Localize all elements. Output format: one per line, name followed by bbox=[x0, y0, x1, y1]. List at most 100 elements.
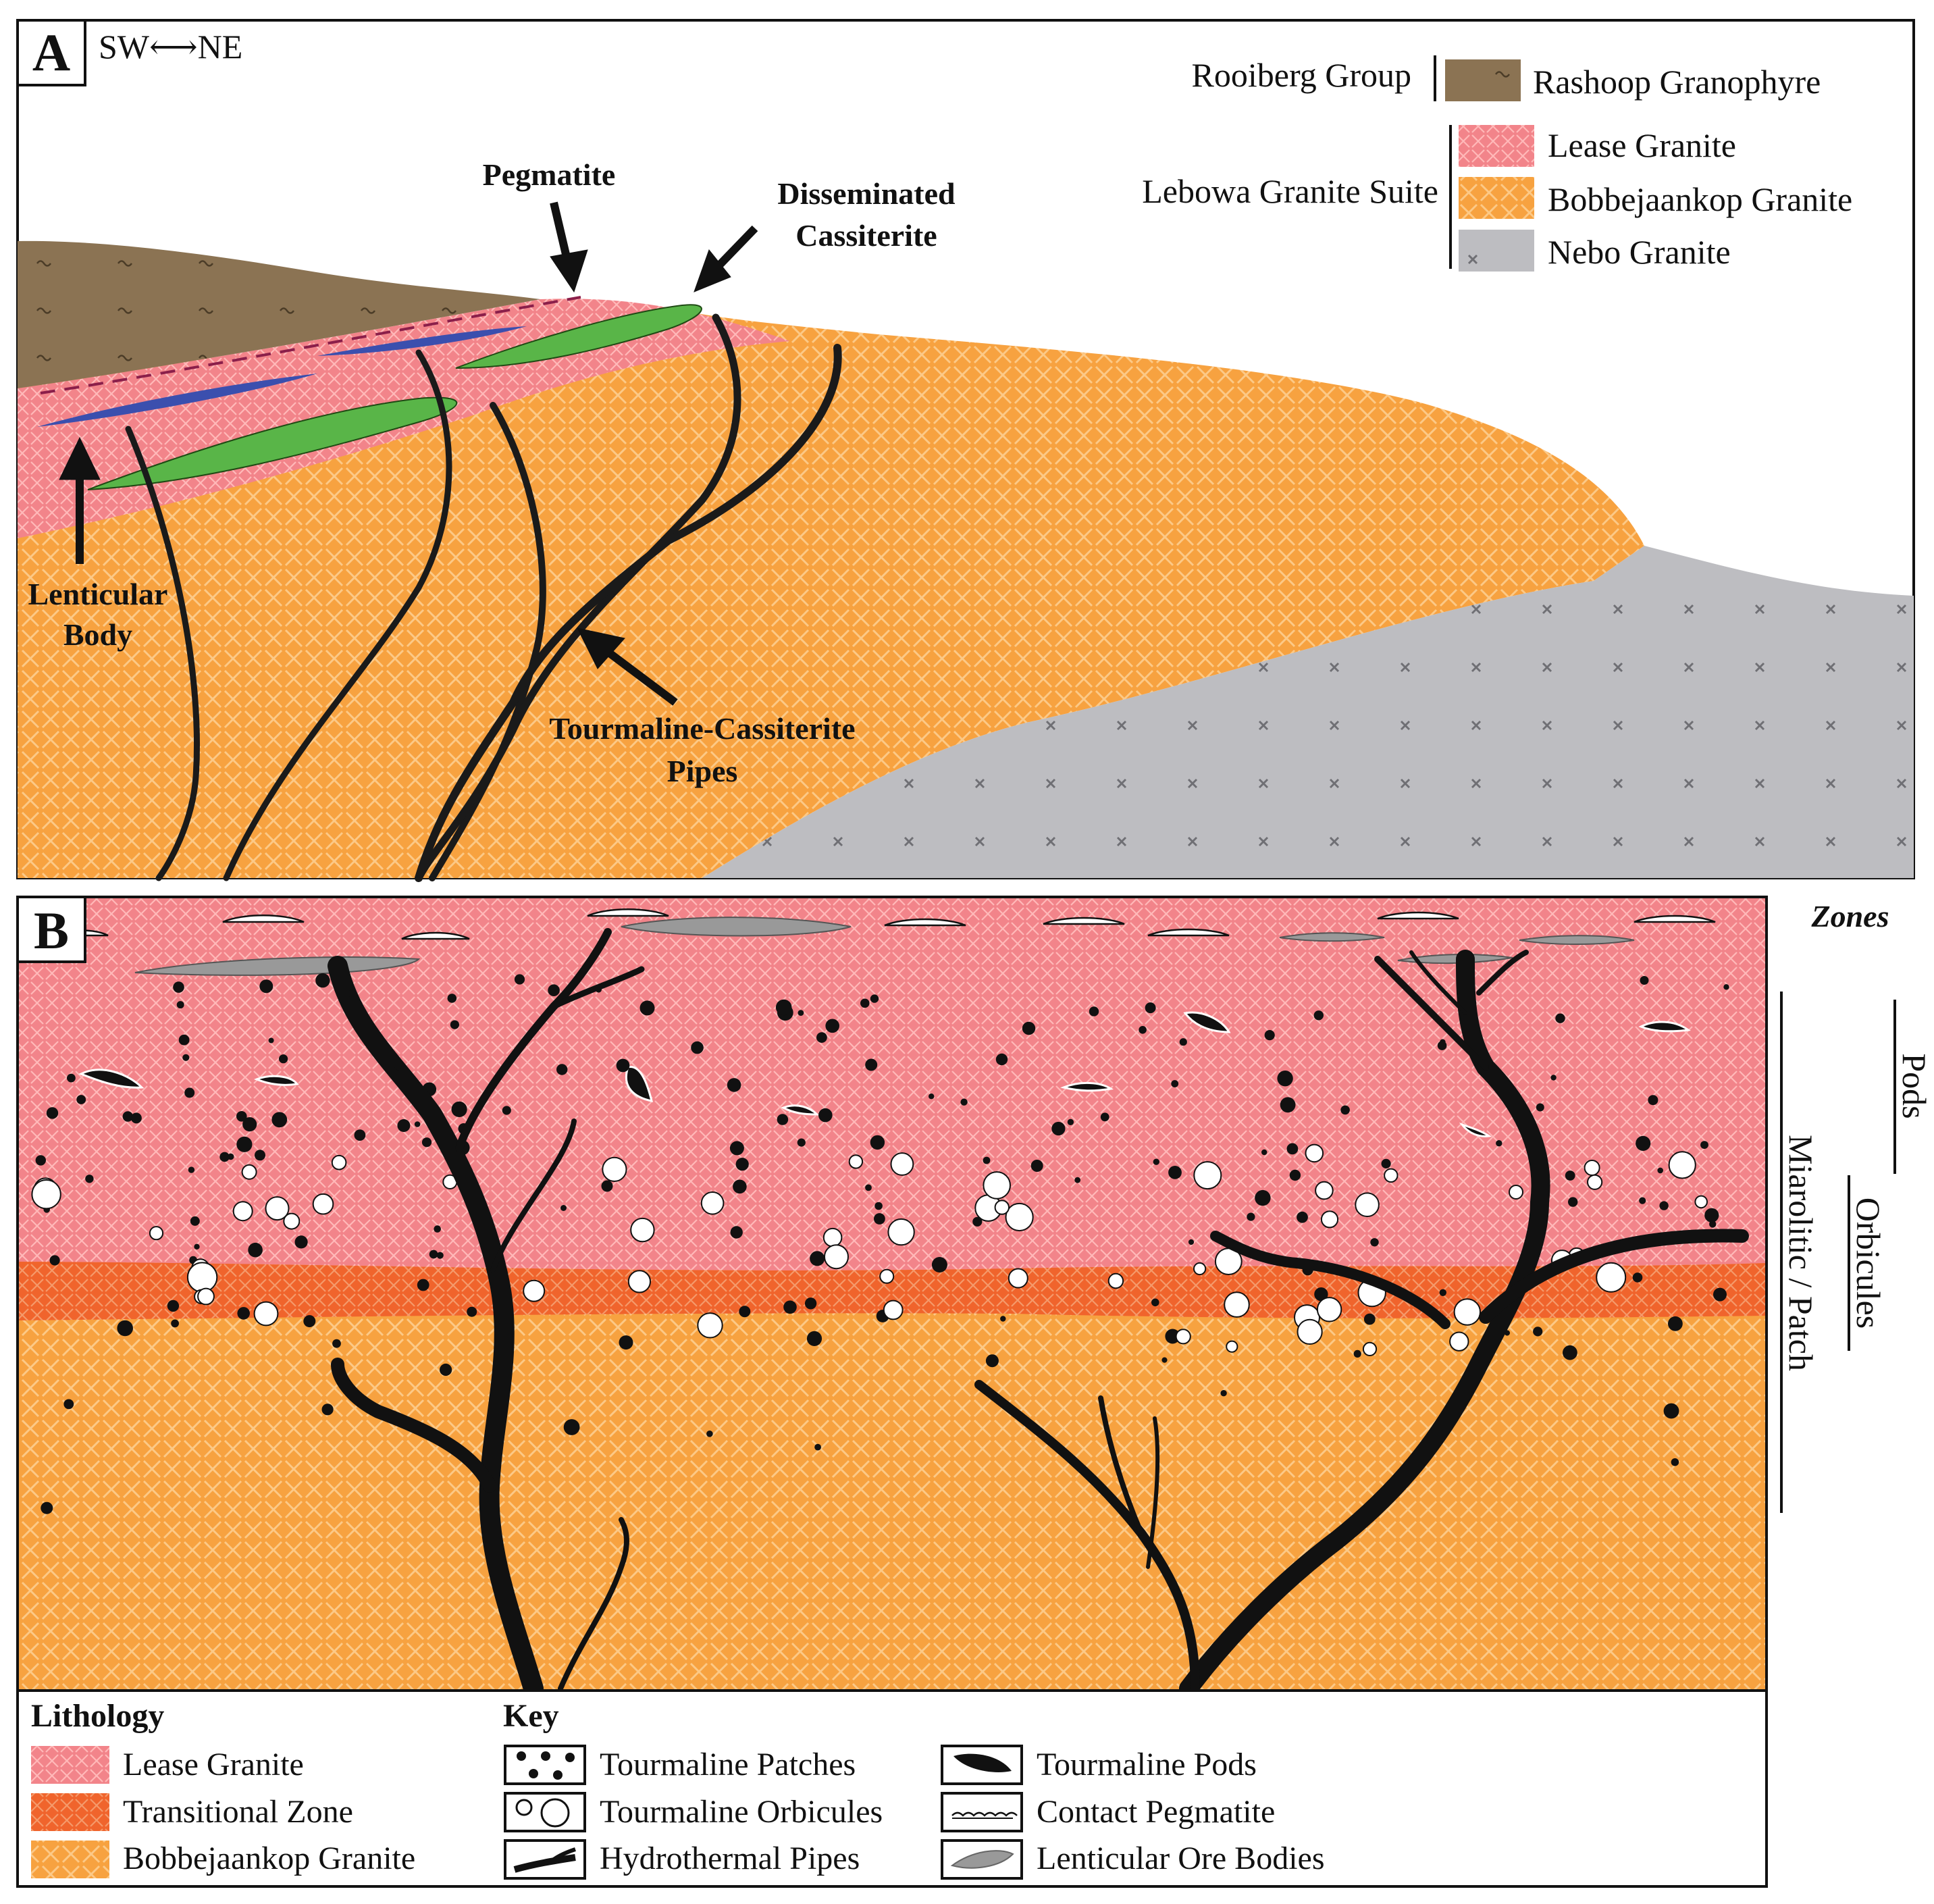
key-panel: Lithology Key Lease Granite Transitional… bbox=[16, 1689, 1768, 1888]
tourmaline-patch bbox=[1437, 1041, 1447, 1050]
legend-nebo-granite: Nebo Granite bbox=[1548, 233, 1731, 271]
tourmaline-orbicule bbox=[1355, 1192, 1380, 1217]
tourmaline-patch bbox=[414, 1121, 421, 1127]
tourmaline-patch bbox=[188, 1166, 195, 1173]
tourmaline-patch bbox=[929, 1093, 935, 1100]
tourmaline-patch bbox=[1657, 1167, 1663, 1174]
tourmaline-patch bbox=[985, 1354, 999, 1368]
tourmaline-patch bbox=[960, 1098, 968, 1106]
tourmaline-orbicule bbox=[1362, 1341, 1378, 1357]
panel-b: B Zones Pods Orbicules Miarolitic / Patc… bbox=[16, 896, 1933, 1699]
label-pegmatite: Pegmatite bbox=[483, 157, 616, 192]
legend-rashoop-granophyre: Rashoop Granophyre bbox=[1533, 63, 1821, 101]
tourmaline-patch bbox=[236, 1136, 253, 1152]
tourmaline-patch bbox=[1289, 1169, 1301, 1181]
tourmaline-patch bbox=[1648, 1095, 1658, 1106]
tourmaline-patches-swatch bbox=[504, 1745, 586, 1785]
tourmaline-patch bbox=[434, 1225, 441, 1233]
tourmaline-orbicule bbox=[697, 1312, 723, 1339]
tourmaline-orbicule bbox=[824, 1244, 849, 1270]
tourmaline-patch bbox=[556, 1064, 568, 1075]
tourmaline-patch bbox=[451, 1101, 467, 1117]
tourmaline-patch bbox=[268, 1037, 274, 1044]
tourmaline-patch bbox=[1151, 1298, 1159, 1307]
tourmaline-orbicule bbox=[1509, 1185, 1523, 1200]
tourmaline-patch bbox=[775, 999, 792, 1016]
tourmaline-patch bbox=[1639, 1197, 1646, 1204]
tourmaline-patch bbox=[601, 1180, 613, 1192]
swatch-bobbejaankop-granite bbox=[31, 1841, 109, 1878]
tourmaline-orbicules bbox=[31, 1143, 1708, 1357]
tourmaline-patch bbox=[870, 1135, 885, 1150]
tourmaline-patch bbox=[1353, 1349, 1361, 1358]
tourmaline-patch bbox=[1139, 1026, 1147, 1034]
tourmaline-patch bbox=[706, 1431, 713, 1437]
tourmaline-patch bbox=[117, 1320, 133, 1337]
tourmaline-patch bbox=[639, 1000, 655, 1016]
key-tourmaline-patches: Tourmaline Patches bbox=[600, 1747, 856, 1782]
tourmaline-patch bbox=[63, 1399, 74, 1410]
key-contact-pegmatite: Contact Pegmatite bbox=[1037, 1794, 1275, 1830]
tourmaline-patch bbox=[816, 1032, 827, 1043]
pegmatite-lens bbox=[37, 374, 317, 427]
zones-title: Zones bbox=[1811, 899, 1889, 933]
tourmaline-patch bbox=[1074, 1177, 1081, 1183]
tourmaline-patch bbox=[1280, 1097, 1296, 1113]
label-lenticular-1: Lenticular bbox=[28, 577, 168, 611]
tourmaline-orbicules-swatch bbox=[504, 1792, 586, 1832]
tourmaline-patch bbox=[1051, 1121, 1066, 1136]
tourmaline-patch bbox=[279, 1054, 288, 1064]
legend-lease-granite: Lease Granite bbox=[1548, 126, 1736, 164]
tourmaline-orbicule bbox=[983, 1171, 1011, 1200]
tourmaline-patch bbox=[1704, 1208, 1719, 1223]
tourmaline-patch bbox=[467, 1306, 477, 1317]
key-title: Key bbox=[503, 1698, 559, 1734]
tourmaline-patch bbox=[194, 1243, 200, 1250]
tourmaline-patch bbox=[1314, 1287, 1328, 1302]
tourmaline-patch bbox=[46, 1107, 59, 1119]
label-pipes-2: Pipes bbox=[667, 754, 738, 788]
tourmaline-patch bbox=[727, 1078, 741, 1092]
tourmaline-orbicule bbox=[1175, 1329, 1191, 1345]
tourmaline-orbicule bbox=[1305, 1143, 1324, 1163]
tourmaline-orbicule bbox=[265, 1196, 290, 1221]
tourmaline-patch bbox=[227, 1153, 234, 1160]
lith-transitional-zone: Transitional Zone bbox=[123, 1794, 353, 1830]
tourmaline-patch bbox=[1496, 1140, 1502, 1147]
tourmaline-patch bbox=[1000, 1316, 1006, 1322]
tourmaline-patch bbox=[354, 1129, 366, 1141]
tourmaline-orbicule bbox=[1596, 1262, 1627, 1293]
key-lenticular-ore-bodies: Lenticular Ore Bodies bbox=[1037, 1841, 1325, 1876]
tourmaline-orbicule bbox=[1449, 1331, 1469, 1352]
tourmaline-patch bbox=[303, 1315, 316, 1328]
tourmaline-patch bbox=[1261, 1149, 1267, 1156]
tourmaline-patch bbox=[777, 1114, 789, 1125]
nebo-granite-area bbox=[702, 546, 1914, 878]
tourmaline-patch bbox=[1089, 1006, 1099, 1017]
tourmaline-patch bbox=[983, 1156, 991, 1164]
tourmaline-patch bbox=[259, 979, 273, 994]
tourmaline-orbicule bbox=[1384, 1168, 1399, 1183]
tourmaline-patch bbox=[76, 1095, 86, 1104]
tourmaline-patch bbox=[1297, 1211, 1308, 1223]
lith-bobbejaankop-granite: Bobbejaankop Granite bbox=[123, 1841, 415, 1876]
tourmaline-orbicule bbox=[283, 1212, 300, 1230]
tourmaline-patch bbox=[1563, 1345, 1577, 1360]
tourmaline-patch bbox=[1663, 1403, 1679, 1419]
tourmaline-patch bbox=[440, 1363, 452, 1376]
tourmaline-patch bbox=[1022, 1021, 1036, 1035]
tourmaline-patch bbox=[870, 994, 879, 1003]
tourmaline-patch bbox=[972, 1216, 983, 1227]
tourmaline-patch bbox=[874, 1213, 885, 1225]
rashoop-granophyre-area bbox=[18, 240, 540, 388]
tourmaline-patch bbox=[1671, 1458, 1679, 1466]
tourmaline-patch bbox=[1247, 1212, 1255, 1221]
tourmaline-patch bbox=[1100, 1112, 1109, 1122]
tourmaline-orbicule bbox=[1005, 1202, 1034, 1232]
tourmaline-patch bbox=[735, 1158, 749, 1171]
tourmaline-patch bbox=[1313, 1010, 1324, 1021]
legend-rooiberg-group: Rooiberg Group bbox=[1192, 56, 1411, 94]
disseminated-cassiterite-lens bbox=[87, 396, 458, 490]
tourmaline-orbicule bbox=[232, 1201, 253, 1222]
